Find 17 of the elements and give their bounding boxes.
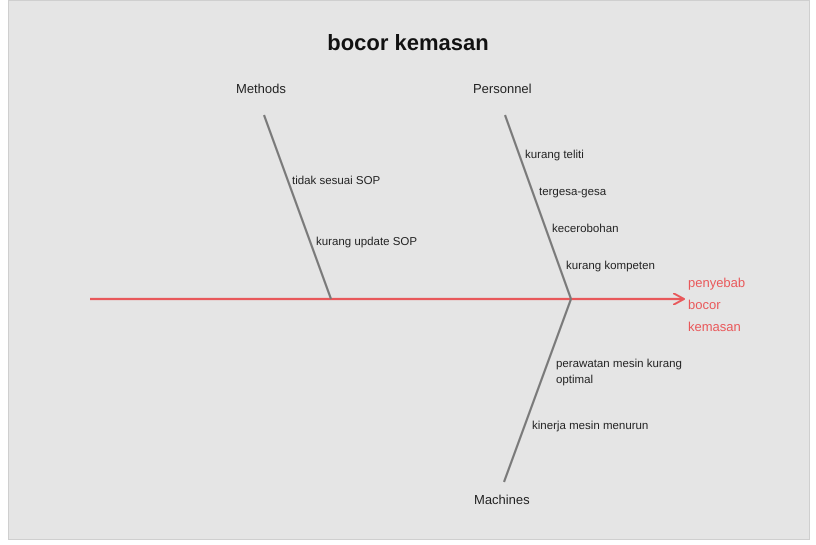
cause-label: kurang teliti bbox=[525, 148, 584, 163]
category-label: Personnel bbox=[473, 81, 532, 97]
cause-label: perawatan mesin kurang optimal bbox=[556, 357, 683, 388]
cause-label: tergesa-gesa bbox=[539, 185, 606, 200]
cause-label: kurang kompeten bbox=[566, 259, 655, 274]
diagram-title: bocor kemasan bbox=[326, 30, 490, 56]
cause-label: tidak sesuai SOP bbox=[292, 174, 380, 189]
effect-label: penyebab bocor kemasan bbox=[688, 272, 752, 338]
spine-arrow bbox=[90, 292, 685, 306]
cause-label: kurang update SOP bbox=[316, 235, 418, 250]
category-label: Methods bbox=[236, 81, 286, 97]
category-label: Machines bbox=[474, 492, 530, 508]
fishbone-branch-line bbox=[502, 298, 572, 482]
cause-label: kinerja mesin menurun bbox=[532, 419, 648, 434]
fishbone-branch-line bbox=[262, 114, 332, 300]
fishbone-branch-line bbox=[504, 114, 572, 300]
cause-label: kecerobohan bbox=[552, 222, 618, 237]
